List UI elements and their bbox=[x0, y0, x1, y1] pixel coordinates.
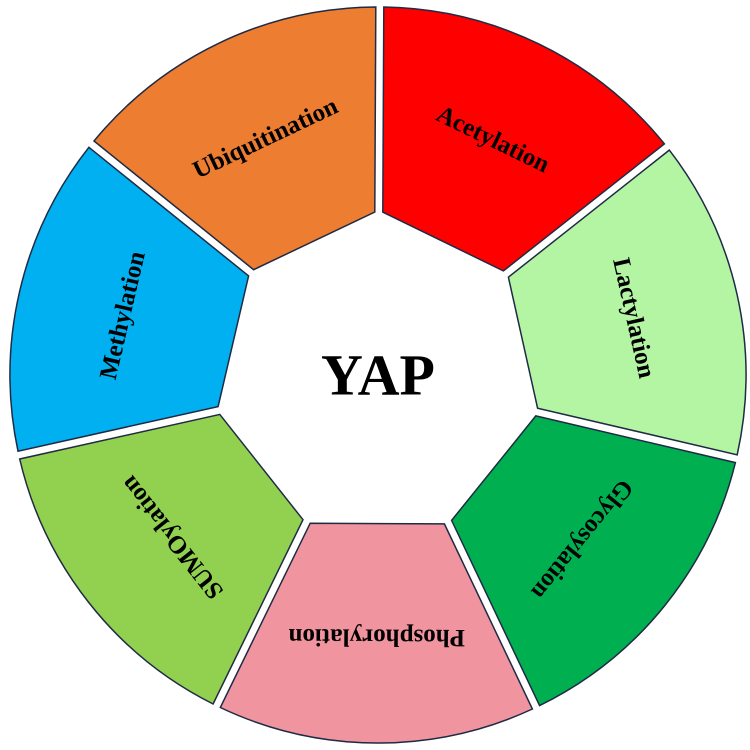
segments-layer bbox=[9, 6, 747, 744]
center-label: YAP bbox=[321, 343, 435, 408]
segment-glycosylation bbox=[450, 415, 737, 707]
segment-phosphorylation bbox=[219, 522, 534, 744]
segment-methylation bbox=[9, 146, 250, 453]
segment-ubiquitination bbox=[92, 6, 377, 271]
segment-label-phosphorylation: Phosphorylation bbox=[288, 623, 465, 651]
segment-lactylation bbox=[507, 149, 747, 456]
segment-acetylation bbox=[382, 6, 666, 272]
segment-sumoylation bbox=[18, 413, 304, 706]
